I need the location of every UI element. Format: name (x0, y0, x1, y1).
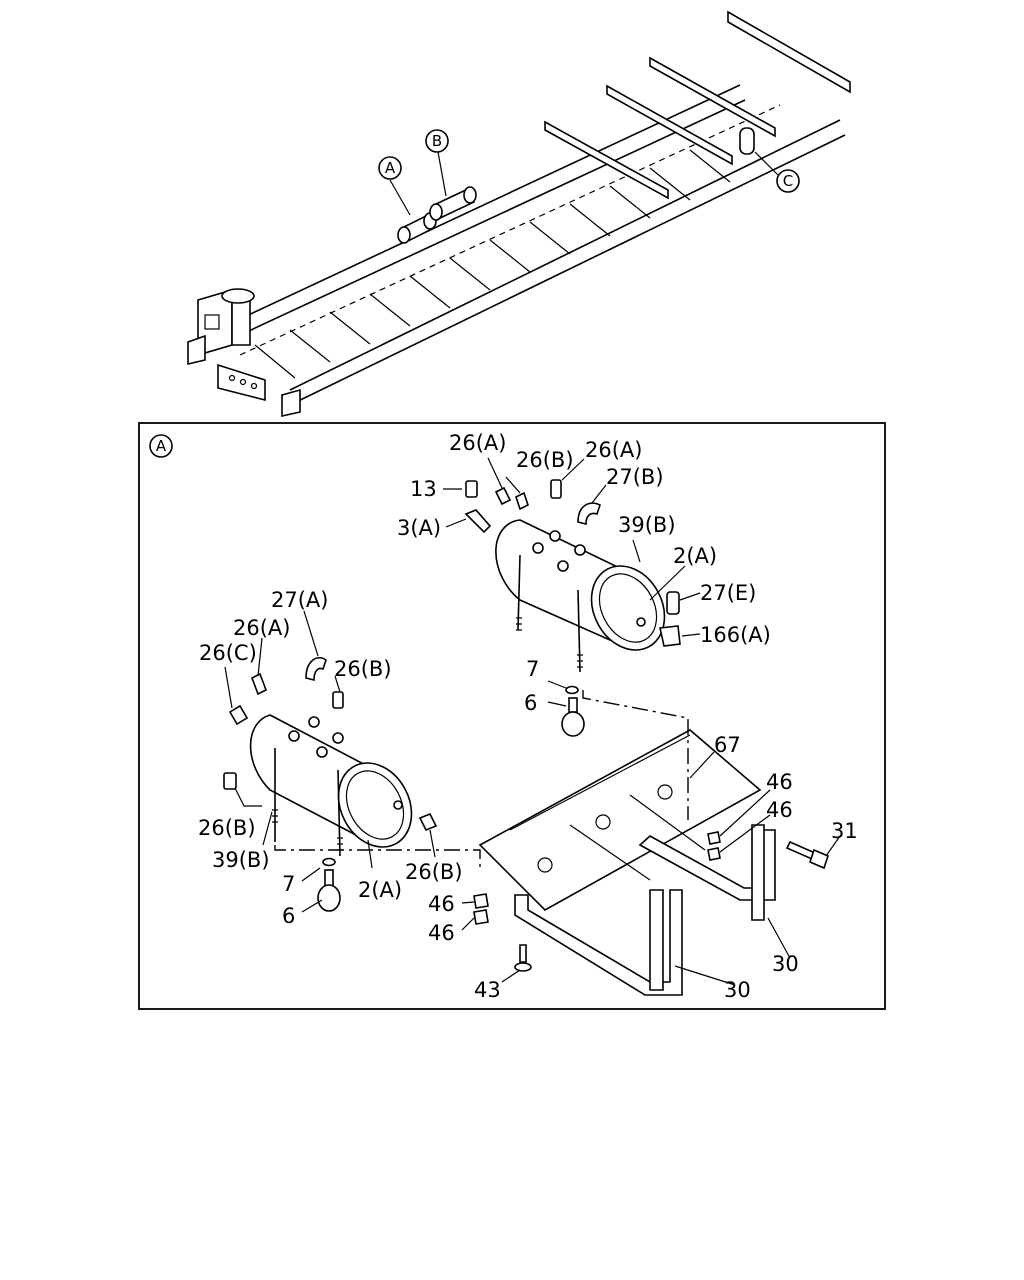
leader-lines (224, 457, 841, 986)
fitting-13 (465, 480, 478, 498)
label-46-3: 46 (428, 892, 455, 916)
label-39b-upper: 39(B) (618, 513, 676, 537)
fitting-26b-lower-2 (223, 772, 237, 790)
callout-c-top: C (776, 169, 800, 193)
label-31: 31 (831, 819, 858, 843)
label-3a: 3(A) (397, 516, 441, 540)
label-27b: 27(B) (606, 465, 664, 489)
svg-text:B: B (432, 132, 442, 150)
label-26a-upper-2: 26(A) (585, 438, 642, 462)
label-2a-lower: 2(A) (358, 878, 402, 902)
label-26b-lower-3: 26(B) (405, 860, 463, 884)
chassis-tank-a (397, 212, 437, 244)
label-26b-upper: 26(B) (516, 448, 574, 472)
label-27e: 27(E) (700, 581, 756, 605)
fitting-26b-lower-1 (332, 691, 344, 709)
fitting-27e (666, 591, 680, 615)
label-6-upper: 6 (524, 691, 537, 715)
label-7-upper: 7 (526, 657, 539, 681)
label-166a: 166(A) (700, 623, 771, 647)
bracket-assembly (473, 729, 829, 996)
label-13: 13 (410, 477, 437, 501)
fitting-26a-upper-2 (550, 479, 562, 499)
fitting-27b (577, 502, 601, 526)
callout-a-inset: A (149, 434, 173, 458)
label-7-lower: 7 (282, 872, 295, 896)
svg-text:A: A (385, 159, 396, 177)
label-46-4: 46 (428, 921, 455, 945)
detail-frame (138, 422, 886, 1010)
label-26b-lower-1: 26(B) (334, 657, 392, 681)
label-6-lower: 6 (282, 904, 295, 928)
lower-air-tank (249, 714, 413, 857)
label-2a-upper: 2(A) (673, 544, 717, 568)
label-46-2: 46 (766, 798, 793, 822)
callout-b-top: B (425, 129, 449, 153)
fitting-26a-upper-1 (494, 486, 512, 506)
chassis-tank-c (739, 127, 755, 155)
washer-7-upper (565, 685, 579, 695)
fitting-26b-lower-3 (418, 812, 438, 832)
washer-7-lower (322, 857, 336, 867)
chassis-tank-b (429, 186, 477, 221)
fitting-26c (228, 704, 249, 726)
svg-text:A: A (156, 437, 167, 455)
upper-air-tank (495, 519, 666, 673)
svg-text:C: C (783, 172, 793, 190)
fitting-166a (659, 625, 681, 647)
label-27a: 27(A) (271, 588, 328, 612)
label-39b-lower: 39(B) (212, 848, 270, 872)
callout-a-top: A (378, 156, 402, 180)
label-26b-lower-2: 26(B) (198, 816, 256, 840)
label-26c: 26(C) (199, 641, 257, 665)
fitting-3a (464, 509, 492, 534)
fitting-26a-lower (250, 672, 268, 696)
fitting-27a (305, 656, 327, 682)
chassis-frame (187, 10, 851, 417)
drain-6-upper (561, 697, 585, 737)
label-43: 43 (474, 978, 501, 1002)
label-26a-upper-1: 26(A) (449, 431, 506, 455)
label-67: 67 (714, 733, 741, 757)
label-26a-lower: 26(A) (233, 616, 290, 640)
label-46-1: 46 (766, 770, 793, 794)
fitting-26b-upper (515, 491, 529, 511)
drain-6-lower (317, 869, 341, 912)
part-labels: 13 3(A) 26(A) 26(B) 26(A) 27(B) 39(B) 2(… (198, 431, 858, 1002)
label-30-1: 30 (772, 952, 799, 976)
label-30-2: 30 (724, 978, 751, 1002)
